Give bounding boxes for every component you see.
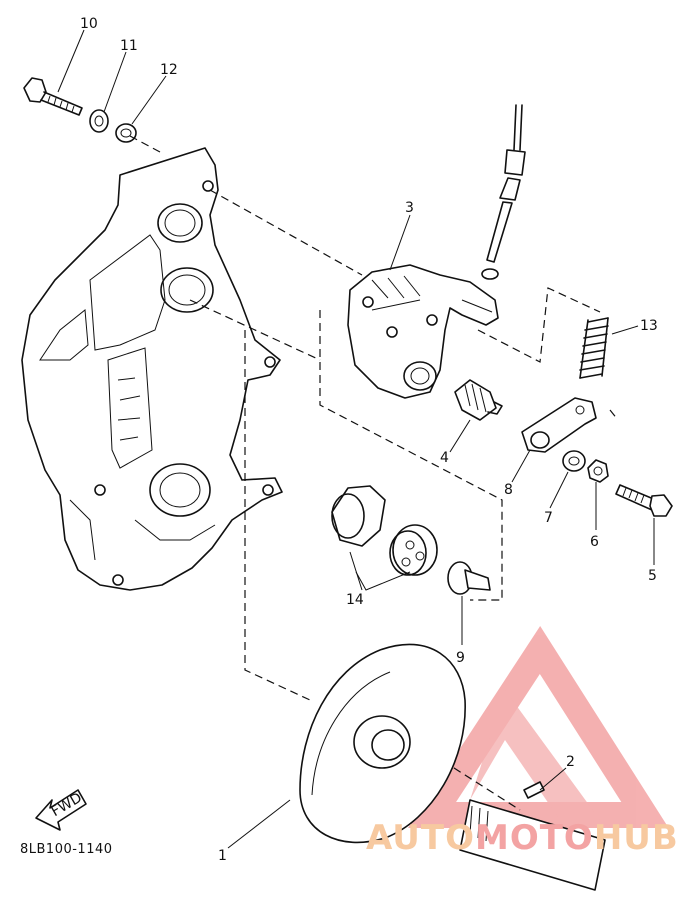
washer-7 xyxy=(562,450,586,472)
guide-lines xyxy=(129,135,619,811)
nut-6 xyxy=(587,459,609,483)
lever-housing-3 xyxy=(347,264,499,399)
cap-14 xyxy=(331,485,386,547)
callout-5: 5 xyxy=(648,568,657,584)
callout-12: 12 xyxy=(160,62,178,78)
spring-13 xyxy=(579,317,609,379)
watermark-part-1: AUTO xyxy=(366,818,475,858)
fwd-arrow-icon: FWD xyxy=(35,789,87,831)
rotor-14 xyxy=(389,524,438,576)
callout-14: 14 xyxy=(346,592,364,608)
washer-11 xyxy=(89,109,109,133)
watermark-text: AUTOMOTOHUB xyxy=(366,818,679,858)
watermark-part-2: MOTO xyxy=(474,818,594,858)
callout-4: 4 xyxy=(440,450,449,466)
callout-6: 6 xyxy=(590,534,599,550)
drive-shaft xyxy=(459,799,606,891)
callout-8: 8 xyxy=(504,482,513,498)
lever-8 xyxy=(521,397,597,453)
throttle-cable xyxy=(481,104,526,280)
washer-12 xyxy=(115,123,137,143)
crankcase-cover xyxy=(21,147,283,591)
callout-2: 2 xyxy=(566,754,575,770)
callout-10: 10 xyxy=(80,16,98,32)
watermark-logo xyxy=(407,626,669,828)
diagram-code: 8LB100-1140 xyxy=(20,842,113,857)
shaft-4 xyxy=(454,379,503,421)
bolt-5 xyxy=(615,484,673,517)
callout-9: 9 xyxy=(456,650,465,666)
sheave-disc-1 xyxy=(299,643,466,844)
plate-9 xyxy=(447,561,491,595)
watermark-part-3: HUB xyxy=(593,818,679,858)
callout-13: 13 xyxy=(640,318,658,334)
callout-11: 11 xyxy=(120,38,138,54)
leader-lines xyxy=(57,29,655,849)
callout-7: 7 xyxy=(544,510,553,526)
callout-3: 3 xyxy=(405,200,414,216)
callout-1: 1 xyxy=(218,848,227,864)
bolt-10 xyxy=(23,77,83,116)
key-2 xyxy=(523,781,545,799)
